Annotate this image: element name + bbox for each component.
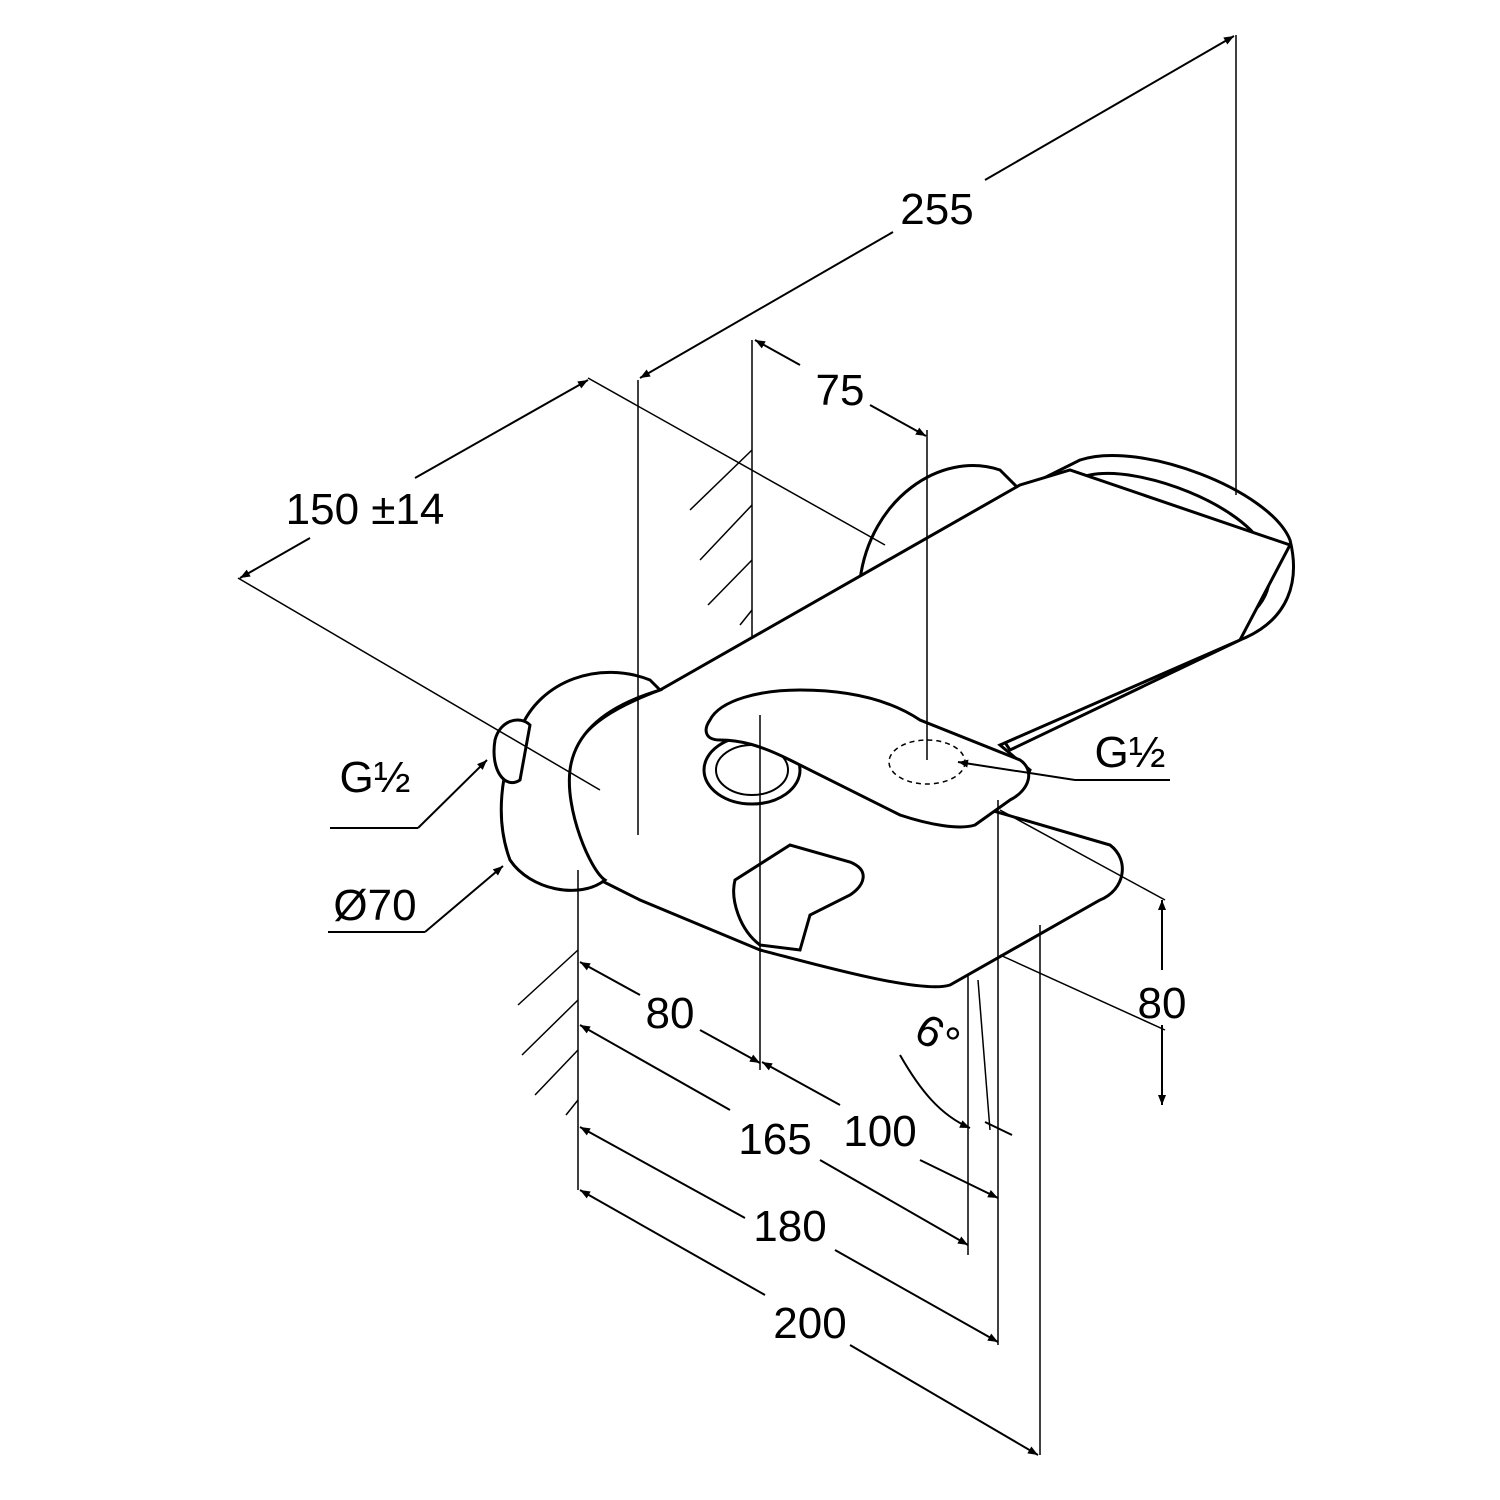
dim-spout-offset: 75	[816, 366, 865, 415]
dim-overall-depth: 255	[900, 185, 973, 234]
inlet-connector	[492, 718, 532, 784]
dim-165: 165	[738, 1115, 811, 1164]
wall-hatch-lower	[517, 940, 579, 1190]
dim-200: 200	[773, 1299, 846, 1348]
mixer-body	[492, 454, 1295, 989]
dim-height: 80	[1138, 979, 1187, 1028]
dim-wall-distance: 150 ±14	[286, 485, 445, 534]
label-inlet-thread: G½	[340, 753, 411, 802]
front-rosette	[499, 670, 663, 892]
label-outlet-thread: G½	[1095, 728, 1166, 777]
lever-handle	[704, 688, 1031, 829]
wall-hatch-upper	[689, 340, 753, 640]
dim-lever-offset: 80	[646, 989, 695, 1038]
diverter-button	[732, 843, 865, 952]
label-rosette-diameter: Ø70	[333, 881, 416, 930]
dimension-lines	[239, 35, 1235, 1456]
extension-lines	[237, 35, 1237, 1455]
dim-180: 180	[753, 1202, 826, 1251]
dim-angle: 6°	[907, 1004, 968, 1067]
dim-100: 100	[843, 1107, 916, 1156]
